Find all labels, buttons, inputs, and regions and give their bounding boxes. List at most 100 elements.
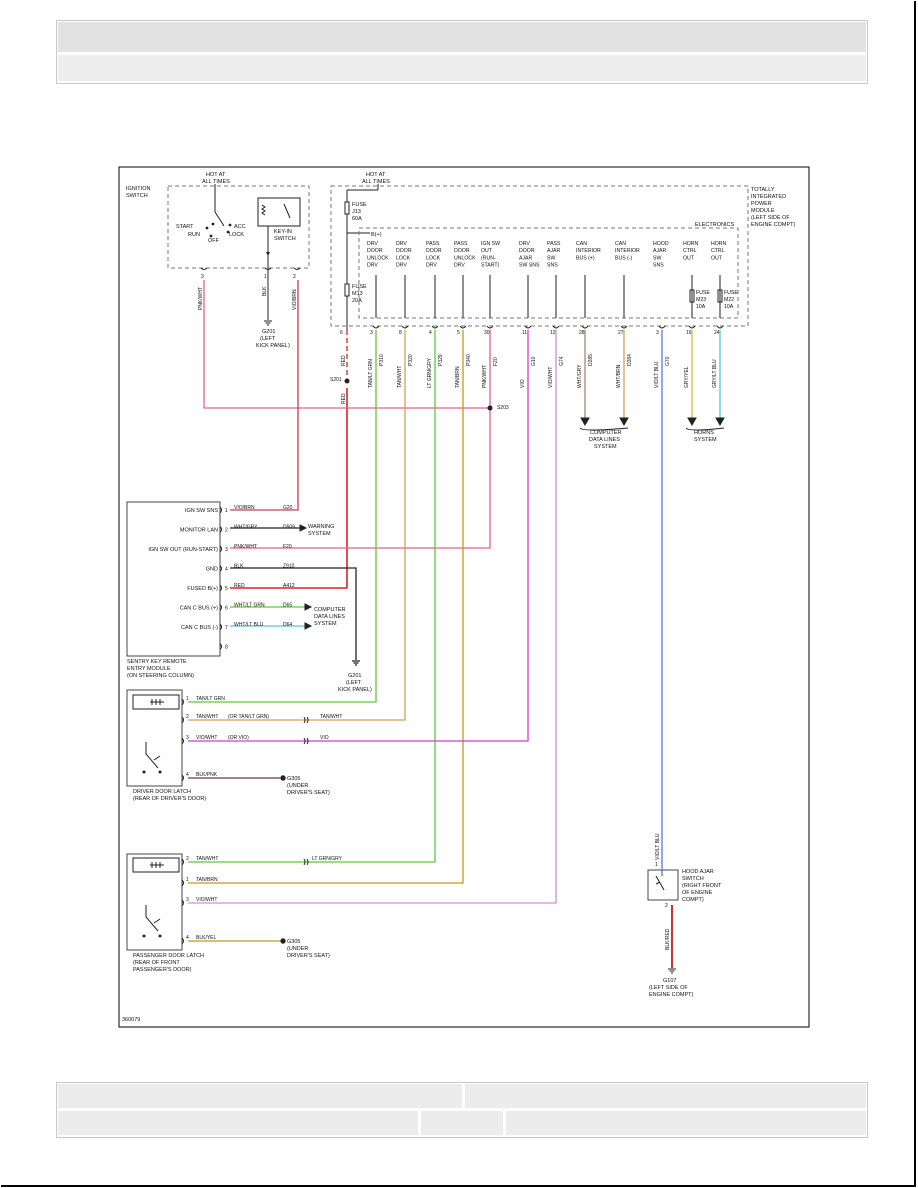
pass-g305-3: DRIVER'S SEAT): [287, 953, 330, 959]
driver-g305-2: (UNDER: [287, 783, 308, 789]
tipm-output-label: AJAR: [547, 248, 561, 254]
tipm-output-label: DOOR: [367, 248, 383, 254]
tipm-output-label: OUT: [481, 248, 493, 254]
tipm-output-label: LOCK: [396, 255, 411, 261]
driver-pin-far: VIO: [320, 735, 329, 741]
tipm-title-1: TOTALLY: [751, 187, 775, 193]
driver-pin-number: 3: [186, 735, 189, 741]
driver-latch-title-1: DRIVER DOOR LATCH: [133, 789, 191, 795]
skreem-pin-color: VIO/BRN: [234, 505, 255, 511]
skreem-cdl-2: DATA LINES: [314, 614, 345, 620]
tipm-output-label: CTRL: [683, 248, 697, 254]
tipm-output-label: IGN SW: [481, 241, 500, 247]
pass-pin-color: TAN/BRN: [196, 877, 218, 883]
hood-ajar-switch: 1 2 VIO/LT BLU BLK/RED HOOD AJAR SWITCH …: [647, 833, 722, 998]
tipm-title-6: ENGINE COMPT): [751, 222, 795, 228]
ign-cav-2: 2: [293, 274, 296, 280]
hood-title-4: OF ENGINE: [682, 890, 713, 896]
skreem-pin-color: BLK: [234, 564, 244, 570]
tipm-wire-circuit: D285: [588, 354, 594, 366]
skreem-pin-circuit: D64: [283, 622, 292, 628]
red-wire-label-1: RED: [341, 355, 347, 366]
tipm-output-label: HORN: [711, 241, 727, 247]
ign-pos-off: OFF: [208, 238, 220, 244]
skreem-cdl-3: SYSTEM: [314, 621, 337, 627]
skreem-pin-color: WHT/LT BLU: [234, 622, 264, 628]
pass-pin-color: TAN/WHT: [196, 856, 218, 862]
g107-3: ENGINE COMPT): [649, 992, 693, 998]
tipm-output-label: DOOR: [454, 248, 470, 254]
tipm-all-times: ALL TIMES: [362, 179, 390, 185]
pass-pin-color: VIO/WHT: [196, 897, 217, 903]
red-cav: 6: [340, 330, 343, 336]
electronics-box: [358, 227, 739, 319]
header-subtitle-bar: [58, 55, 866, 81]
tipm-output-label: DOOR: [519, 248, 535, 254]
g107-2: (LEFT SIDE OF: [649, 985, 688, 991]
tipm-output-label: PASS: [454, 241, 468, 247]
red-wire-label-2: RED: [341, 393, 347, 404]
tipm-output-label: HOOD: [653, 241, 669, 247]
pass-g305-1: G305: [287, 939, 300, 945]
tipm-title-5: (LEFT SIDE OF: [751, 215, 790, 221]
g201-bot-3: KICK PANEL): [338, 687, 372, 693]
tipm-output-label: PASS: [547, 241, 561, 247]
ign-wire-blk-label: BLK: [262, 286, 268, 296]
driver-pin-number: 2: [186, 714, 189, 720]
g201-bot-1: G201: [348, 673, 361, 679]
skreem-pin-circuit: G20: [283, 505, 293, 511]
tipm-cav: 16: [686, 330, 692, 336]
driver-pin-far: TAN/WHT: [320, 714, 342, 720]
tipm-cav: 3: [656, 330, 659, 336]
pass-latch-title-3: PASSENGER'S DOOR): [133, 967, 192, 973]
tipm-wire-circuit: G70: [665, 356, 671, 366]
wiring: [188, 280, 721, 968]
tipm-module: HOT AT ALL TIMES TOTALLY INTEGRATED POWE…: [330, 172, 795, 450]
tipm-cav: 11: [522, 330, 527, 336]
horns-1: HORNS: [694, 430, 714, 436]
footer-cell-1: [58, 1084, 462, 1108]
ign-pos-start: START: [176, 224, 194, 230]
pass-pin-number: 2: [186, 856, 189, 862]
tipm-wire-color: TAN/WHT: [397, 366, 403, 388]
cdl-1: COMPUTER: [590, 430, 622, 436]
ign-pos-acc: ACC: [234, 224, 246, 230]
tipm-title-3: POWER: [751, 201, 772, 207]
pass-latch-pin-2: 2 TAN/WHT LT GRN/GRY: [181, 856, 343, 866]
keyin-label-2: SWITCH: [274, 236, 296, 242]
figure-id: 360079: [122, 1017, 140, 1023]
skreem-pin-number: 1: [225, 508, 228, 514]
tipm-wire-color: PNK/WHT: [482, 365, 488, 388]
pass-pin-far: LT GRN/GRY: [312, 856, 343, 862]
tipm-wire-color: GRY/LT BLU: [712, 359, 718, 388]
tipm-output-label: BUS (-): [615, 255, 633, 261]
tipm-title-4: MODULE: [751, 208, 775, 214]
driver-latch-title-2: (REAR OF DRIVER'S DOOR): [133, 796, 206, 802]
ignition-title-1: IGNITION: [126, 186, 150, 192]
ign-pos-run: RUN: [188, 232, 200, 238]
fuse-j13-2: J13: [352, 209, 361, 215]
skreem-pin-name: CAN C BUS (+): [180, 606, 219, 612]
tipm-output-label: DOOR: [426, 248, 442, 254]
driver-g305-1: G305: [287, 776, 300, 782]
ignition-title-2: SWITCH: [126, 193, 148, 199]
tipm-wire-circuit: G74: [559, 356, 565, 366]
skreem-pin-color: WHT/GRY: [234, 525, 258, 531]
skreem-pin-color: PNK/WHT: [234, 544, 257, 550]
tipm-output-label: PASS: [426, 241, 440, 247]
fuse-j13-1: FUSE: [352, 202, 367, 208]
skreem-pin-name: IGN SW SNS: [185, 508, 218, 514]
tipm-output-label: START): [481, 263, 500, 269]
